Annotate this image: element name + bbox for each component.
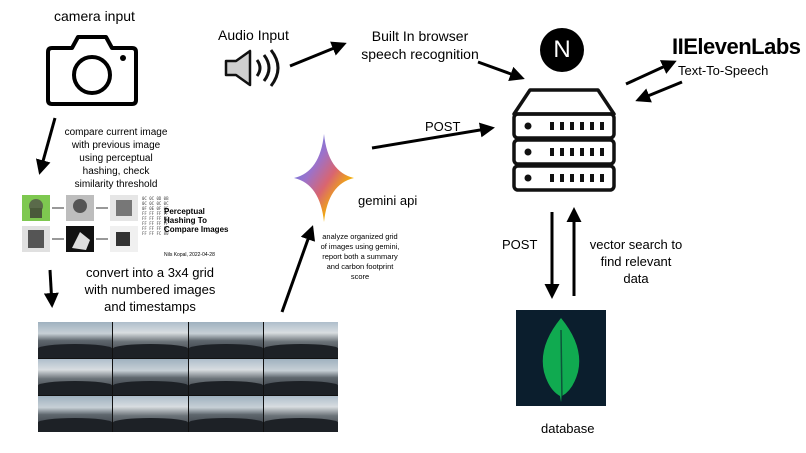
grid-note: convert into a 3x4 grid with numbered im… <box>60 264 240 315</box>
vector-search-note: vector search to find relevant data <box>582 236 690 287</box>
arrow-audio-to-speech <box>289 41 347 68</box>
arrow-gemini-to-server <box>371 122 495 150</box>
gemini-note-line: of images using gemini, <box>320 242 400 251</box>
post-label-database: POST <box>502 237 538 252</box>
grid-frame <box>38 359 113 395</box>
hash-hex-row: FF FF FF 7F <box>142 211 169 216</box>
mongodb-leaf-icon <box>542 318 580 402</box>
hash-figure-credit: Nils Kopal, 2022-04-28 <box>164 252 215 258</box>
hash-hex-row: FF FF FC 80 <box>142 231 169 236</box>
speaker-icon <box>224 49 280 87</box>
elevenlabs-logo: IIElevenLabs <box>672 34 801 59</box>
vector-note-line: find relevant <box>600 254 672 269</box>
elevenlabs-caption: Text-To-Speech <box>678 63 769 78</box>
arrow-grid-to-gemini <box>280 225 316 313</box>
arrow-elevenlabs-to-server <box>635 80 683 103</box>
audio-label: Audio Input <box>218 27 289 43</box>
gemini-note-line: and carbon footprint <box>326 262 394 271</box>
arrow-server-to-elevenlabs <box>625 60 677 86</box>
post-label-gemini: POST <box>425 119 461 134</box>
grid-note-line: convert into a 3x4 grid <box>86 265 214 280</box>
hash-title-line: Compare Images <box>164 225 229 234</box>
gemini-note: analyze organized grid of images using g… <box>312 232 408 282</box>
hash-hex-values: 0C 0C 0D 0B 0C 0C 0C 0C 0F 0E 0F 0E FF F… <box>142 196 178 236</box>
vector-note-line: data <box>623 271 649 286</box>
compare-note-line: using perceptual <box>79 153 153 164</box>
gemini-label: gemini api <box>358 193 418 208</box>
hash-hex-row: 0C 0C 0D 0B <box>142 196 169 201</box>
grid-frame <box>113 359 188 395</box>
hash-hex-row: 0F 0E 0F 0E <box>142 206 169 211</box>
gemini-star-icon <box>294 134 354 222</box>
compare-note-line: compare current image <box>64 127 168 138</box>
compare-note-line: with previous image <box>71 140 161 151</box>
grid-frame <box>188 359 263 395</box>
grid-frame <box>38 322 113 358</box>
grid-note-line: with numbered images <box>84 282 216 297</box>
vector-note-line: vector search to <box>589 237 683 252</box>
compare-note: compare current image with previous imag… <box>60 126 172 191</box>
camera-label: camera input <box>54 8 135 24</box>
hash-steps-image <box>22 195 138 252</box>
hash-title-line: Hashing To <box>164 216 207 225</box>
grid-frame <box>113 396 188 432</box>
frame-grid-image <box>38 322 338 432</box>
camera-icon <box>46 35 138 106</box>
gemini-note-line: score <box>350 272 370 281</box>
grid-frame <box>188 322 263 358</box>
arrow-speech-to-server <box>477 60 525 81</box>
compare-note-line: hashing, check <box>82 166 150 177</box>
hash-figure: 0C 0C 0D 0B 0C 0C 0C 0C 0F 0E 0F 0E FF F… <box>20 192 260 264</box>
nextjs-logo-letter: N <box>553 36 571 63</box>
arrow-camera-to-hash <box>35 117 57 175</box>
hash-hex-row: FF FF FF FC <box>142 226 169 231</box>
hash-figure-title: Perceptual Hashing To Compare Images <box>164 207 228 234</box>
hash-hex-row: 0C 0C 0C 0C <box>142 201 169 206</box>
server-icon <box>512 88 616 192</box>
grid-frame <box>38 396 113 432</box>
speech-line: Built In browser <box>371 28 469 44</box>
hash-hex-row: FF FF FF FF <box>142 216 169 221</box>
database-label: database <box>541 421 595 436</box>
gemini-note-line: analyze organized grid <box>322 232 398 241</box>
grid-frame <box>263 359 338 395</box>
hash-title-line: Perceptual <box>164 207 205 216</box>
grid-frame <box>263 322 338 358</box>
hash-hex-row: FF FF FF FF <box>142 221 169 226</box>
grid-frame <box>263 396 338 432</box>
grid-frame <box>113 322 188 358</box>
speech-recognition-label: Built In browser speech recognition <box>350 27 490 63</box>
gemini-note-line: report both a summary <box>322 252 398 261</box>
compare-note-line: similarity threshold <box>74 179 158 190</box>
speech-line: speech recognition <box>361 46 479 62</box>
database-logo <box>516 310 606 406</box>
nextjs-logo: N <box>540 28 584 72</box>
grid-frame <box>188 396 263 432</box>
grid-note-line: and timestamps <box>104 299 196 314</box>
arrow-hash-to-grid <box>43 269 59 308</box>
